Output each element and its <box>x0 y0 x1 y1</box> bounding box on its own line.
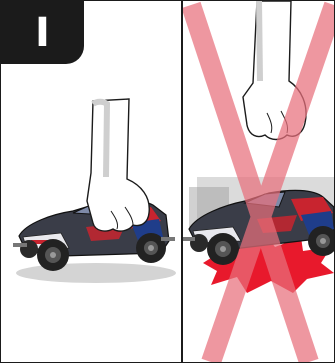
step-badge: I <box>1 1 84 64</box>
step-number: I <box>35 13 50 53</box>
hand-icon <box>87 99 149 231</box>
prohibited-hand-slamming-car-icon <box>183 1 334 362</box>
panel-prohibited <box>183 1 334 362</box>
panel-correct: I <box>1 1 181 362</box>
